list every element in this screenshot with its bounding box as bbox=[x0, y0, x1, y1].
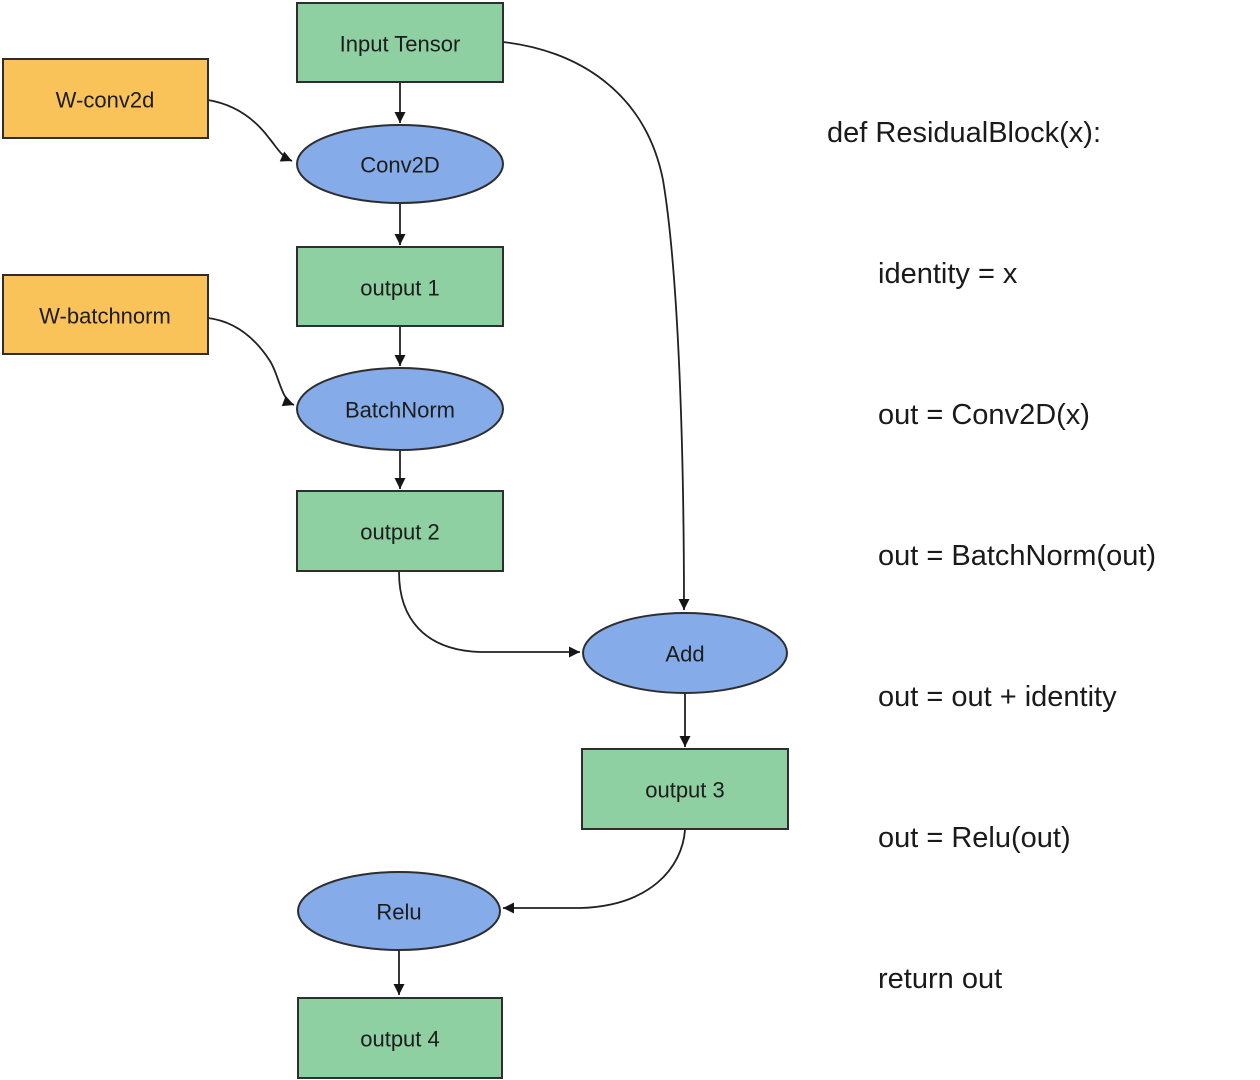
node-output3: output 3 bbox=[581, 748, 789, 830]
pseudocode-block: def ResidualBlock(x): identity = x out =… bbox=[827, 16, 1156, 1080]
node-output4: output 4 bbox=[297, 997, 503, 1079]
code-line-batchnorm: out = BatchNorm(out) bbox=[878, 540, 1157, 572]
output3-box bbox=[581, 748, 789, 830]
batchnorm-label: BatchNorm bbox=[345, 398, 455, 423]
add-ellipse bbox=[582, 612, 788, 694]
code-line-return: return out bbox=[878, 963, 1003, 995]
node-conv2d: Conv2D bbox=[296, 124, 504, 204]
code-line-def: def ResidualBlock(x): bbox=[827, 117, 1101, 149]
node-output2: output 2 bbox=[296, 490, 504, 572]
output1-label: output 1 bbox=[360, 276, 440, 301]
node-output1: output 1 bbox=[296, 246, 504, 327]
node-batchnorm: BatchNorm bbox=[296, 367, 504, 451]
conv2d-label: Conv2D bbox=[360, 153, 439, 178]
input-tensor-label: Input Tensor bbox=[340, 32, 461, 57]
w-batchnorm-label: W-batchnorm bbox=[39, 304, 171, 329]
edge-w-batchnorm-to-batchnorm bbox=[207, 317, 295, 407]
code-line-conv2d: out = Conv2D(x) bbox=[878, 399, 1090, 431]
edge-input-tensor-to-add-skip bbox=[502, 41, 690, 611]
relu-ellipse bbox=[297, 871, 501, 951]
w-conv2d-box bbox=[2, 58, 209, 139]
node-add: Add bbox=[582, 612, 788, 694]
input-tensor-box bbox=[296, 2, 504, 83]
node-input-tensor: Input Tensor bbox=[296, 2, 504, 83]
code-line-relu: out = Relu(out) bbox=[878, 822, 1071, 854]
conv2d-ellipse bbox=[296, 124, 504, 204]
add-label: Add bbox=[665, 642, 704, 667]
node-relu: Relu bbox=[297, 871, 501, 951]
node-w-batchnorm: W-batchnorm bbox=[2, 274, 209, 355]
output3-label: output 3 bbox=[645, 778, 725, 803]
output1-box bbox=[296, 246, 504, 327]
edge-w-conv2d-to-conv2d bbox=[207, 99, 293, 162]
batchnorm-ellipse bbox=[296, 367, 504, 451]
output2-box bbox=[296, 490, 504, 572]
node-w-conv2d: W-conv2d bbox=[2, 58, 209, 139]
output4-label: output 4 bbox=[360, 1027, 440, 1052]
edge-output2-to-add bbox=[398, 571, 580, 658]
w-conv2d-label: W-conv2d bbox=[56, 88, 155, 113]
code-line-add: out = out + identity bbox=[878, 681, 1117, 713]
output2-label: output 2 bbox=[360, 520, 440, 545]
relu-label: Relu bbox=[376, 900, 421, 925]
w-batchnorm-box bbox=[2, 274, 209, 355]
edge-output3-to-relu bbox=[503, 829, 686, 914]
code-line-identity: identity = x bbox=[878, 258, 1018, 290]
output4-box bbox=[297, 997, 503, 1079]
